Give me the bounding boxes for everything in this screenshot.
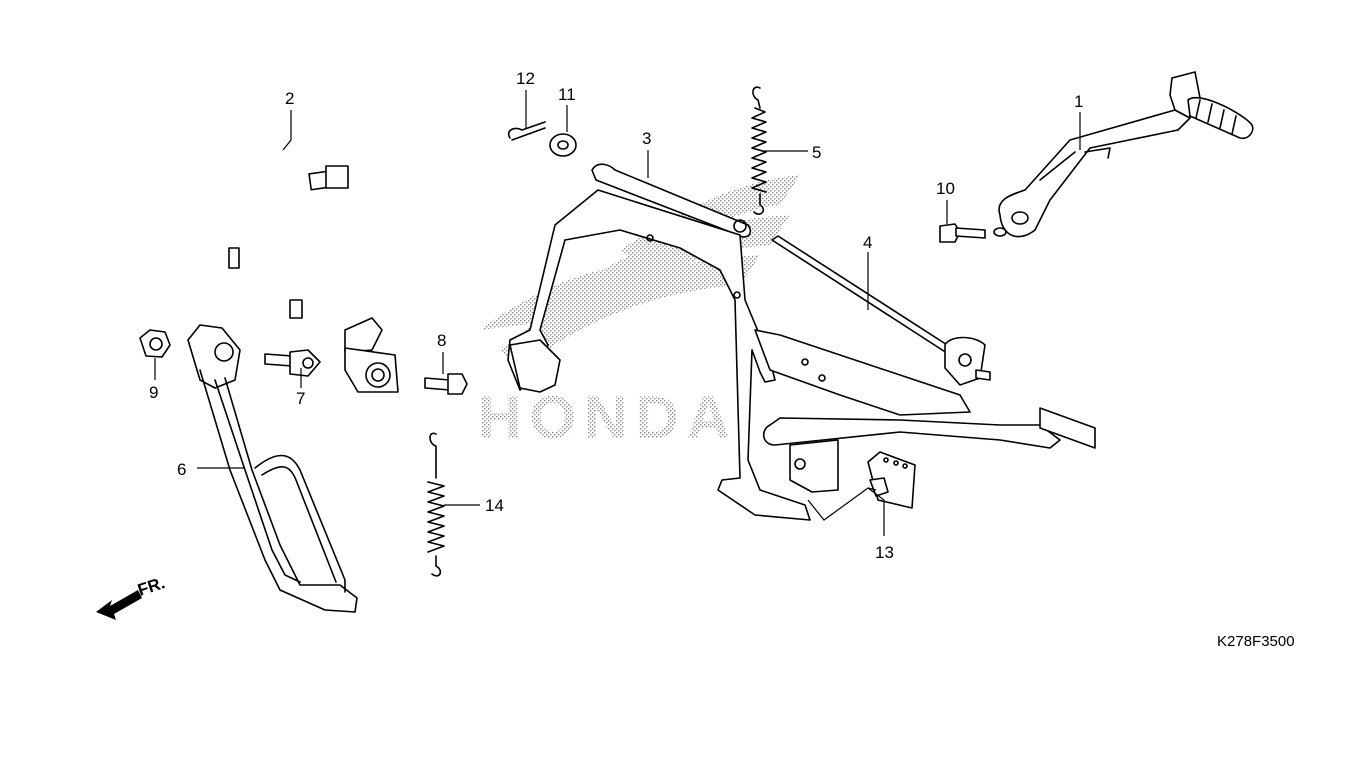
callout-2: 2	[285, 89, 294, 108]
callout-13: 13	[875, 543, 894, 562]
pedal-spring-icon	[427, 432, 445, 577]
stand-pivot-shaft-icon	[771, 235, 991, 386]
brake-pedal-icon	[187, 324, 358, 613]
honda-watermark: HONDA	[478, 175, 800, 451]
arm-bolt-icon	[939, 223, 1007, 243]
callout-labels: 1 2 3 4 5 6 7 8 9 10 11 12 13 14	[149, 69, 1083, 562]
callout-4: 4	[863, 233, 872, 252]
wire-harness-icon	[186, 149, 399, 393]
callout-9: 9	[149, 383, 158, 402]
kick-starter-arm-icon	[998, 71, 1254, 238]
callout-5: 5	[812, 143, 821, 162]
callout-12: 12	[516, 69, 535, 88]
leader-lines	[154, 90, 1081, 536]
front-direction-arrow: FR.	[96, 573, 167, 620]
figure-code: K278F3500	[1217, 633, 1295, 650]
callout-6: 6	[177, 460, 186, 479]
callout-1: 1	[1074, 92, 1083, 111]
cotter-pin-icon	[507, 121, 546, 141]
wing-logo-icon	[480, 175, 800, 370]
main-stand-icon	[507, 163, 811, 521]
callout-3: 3	[642, 129, 651, 148]
watermark-text: HONDA	[478, 384, 738, 451]
callout-7: 7	[296, 389, 305, 408]
front-direction-label: FR.	[135, 573, 167, 600]
stopper-rubber-icon	[867, 451, 916, 509]
stand-frame-icon	[754, 329, 1096, 493]
stand-spring-icon	[751, 86, 767, 215]
callout-8: 8	[437, 331, 446, 350]
front-arrow-icon	[96, 590, 142, 620]
callout-10: 10	[936, 179, 955, 198]
callout-14: 14	[485, 496, 504, 515]
pedal-bolt-icon	[264, 349, 321, 377]
switch-screw-icon	[424, 373, 468, 395]
callout-11: 11	[558, 85, 576, 104]
flange-nut-icon	[139, 329, 171, 358]
washer-icon	[549, 133, 577, 157]
